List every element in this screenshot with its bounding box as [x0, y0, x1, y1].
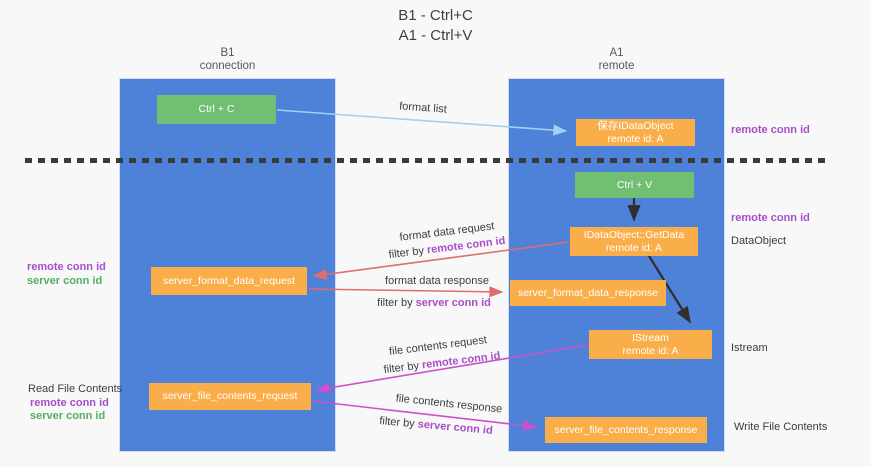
server-format-data-response-label: server_format_data_response: [517, 286, 659, 299]
filter-by-key: remote conn id: [421, 349, 501, 372]
lifeline-header-b1: B1 connection: [119, 47, 336, 73]
file-contents-response-label: file contents response: [395, 392, 503, 416]
idataobject-getdata-line1: IDataObject::GetData: [583, 229, 685, 241]
right-mid-remote-conn-id-label: remote conn id: [731, 212, 810, 224]
write-file-contents-label: Write File Contents: [734, 421, 828, 433]
left-bottom-server-conn-id-label: server conn id: [30, 410, 106, 422]
idataobject-getdata-line2: remote id: A: [605, 241, 663, 254]
filter-by-key: server conn id: [415, 297, 491, 309]
read-file-contents-label: Read File Contents: [28, 383, 123, 395]
format-list-label: format list: [398, 100, 448, 116]
ctrl-c-label: Ctrl + C: [198, 103, 235, 116]
save-idataobject-line2: remote id: A: [607, 132, 664, 145]
format-data-response-arrow: [308, 286, 504, 298]
filter-by-prefix: filter by: [378, 415, 416, 431]
istream-line1: IStream: [632, 332, 669, 344]
ctrl-v-label: Ctrl + V: [616, 178, 653, 191]
filter-by-key: server conn id: [417, 418, 494, 437]
lifeline-b1-name: B1: [220, 47, 235, 59]
filter-by-server-conn-id-label-2: filter by server conn id: [379, 415, 493, 437]
filter-by-prefix: filter by: [388, 244, 425, 262]
diagram-title: B1 - Ctrl+C A1 - Ctrl+V: [0, 6, 871, 46]
server-file-contents-request-label: server_file_contents_request: [162, 390, 298, 403]
left-bottom-remote-conn-id-label: remote conn id: [30, 397, 109, 409]
istream-box: IStream remote id: A: [589, 330, 712, 359]
server-file-contents-request-box: server_file_contents_request: [149, 383, 311, 410]
right-top-remote-conn-id-label: remote conn id: [731, 124, 810, 136]
idataobject-getdata-box: IDataObject::GetData remote id: A: [570, 227, 698, 256]
format-data-response-label: format data response: [385, 275, 489, 287]
save-idataobject-line1: 保存IDataObject: [597, 120, 674, 132]
filter-by-prefix: filter by: [383, 359, 420, 377]
left-remote-conn-id-label: remote conn id: [27, 261, 106, 273]
title-line-1: B1 - Ctrl+C: [398, 7, 473, 24]
server-format-data-request-label: server_format_data_request: [163, 274, 295, 287]
lifeline-a1-role: remote: [598, 60, 635, 72]
left-server-conn-id-label: server conn id: [27, 275, 103, 287]
lifeline-b1-role: connection: [199, 60, 256, 72]
server-file-contents-response-label: server_file_contents_response: [554, 423, 698, 436]
filter-by-server-conn-id-label-1: filter by server conn id: [377, 297, 491, 309]
lifeline-a1-name: A1: [609, 47, 624, 59]
title-line-2: A1 - Ctrl+V: [398, 27, 473, 44]
server-format-data-request-box: server_format_data_request: [151, 267, 307, 295]
phase-separator-dashed-line: [25, 158, 831, 163]
server-format-data-response-box: server_format_data_response: [510, 280, 666, 306]
filter-by-prefix: filter by: [377, 297, 413, 309]
server-file-contents-response-box: server_file_contents_response: [545, 417, 707, 443]
lifeline-header-a1: A1 remote: [508, 47, 725, 73]
save-idataobject-box: 保存IDataObject remote id: A: [576, 119, 695, 146]
ctrl-c-box: Ctrl + C: [157, 95, 276, 124]
dataobject-label: DataObject: [731, 235, 787, 247]
ctrl-v-box: Ctrl + V: [575, 172, 694, 198]
istream-side-label: Istream: [731, 342, 768, 354]
istream-line2: remote id: A: [622, 344, 679, 357]
